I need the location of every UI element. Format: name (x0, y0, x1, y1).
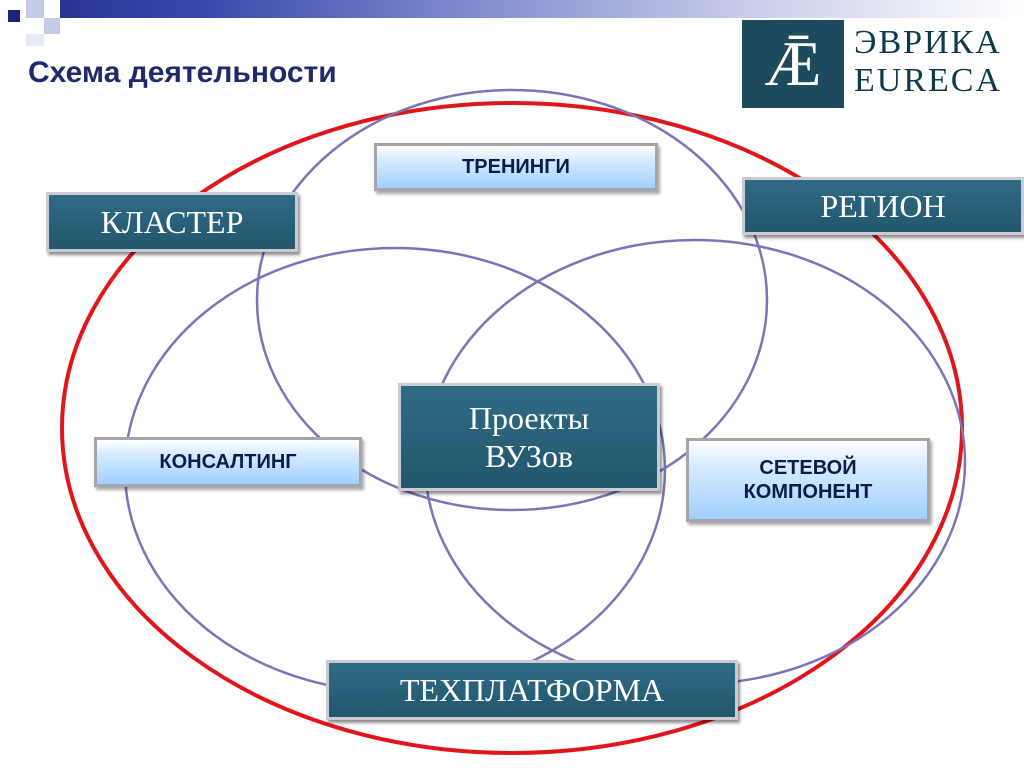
trainings-label: ТРЕНИНГИ (462, 156, 570, 178)
logo-mark-icon: Ǣ (742, 20, 844, 108)
cluster-box: КЛАСТЕР (46, 192, 298, 252)
techplatform-box: ТЕХПЛАТФОРМА (326, 660, 738, 720)
consulting-label: КОНСАЛТИНГ (159, 451, 297, 473)
corner-decoration (0, 0, 90, 60)
network-box: СЕТЕВОЙ КОМПОНЕНТ (686, 438, 930, 522)
network-label: СЕТЕВОЙ КОМПОНЕНТ (743, 457, 873, 503)
techplatform-label: ТЕХПЛАТФОРМА (399, 671, 665, 708)
region-box: РЕГИОН (742, 177, 1024, 235)
page-title: Схема деятельности (28, 56, 337, 89)
top-gradient-bar (60, 0, 1024, 18)
cluster-label: КЛАСТЕР (100, 203, 244, 240)
logo-line-en: EURECA (854, 62, 1002, 99)
region-label: РЕГИОН (820, 187, 946, 224)
consulting-box: КОНСАЛТИНГ (94, 437, 362, 487)
trainings-box: ТРЕНИНГИ (374, 143, 658, 191)
top-circle (255, 88, 769, 512)
logo-line-ru: ЭВРИКА (854, 24, 1002, 61)
logo-text: ЭВРИКА EURECA (854, 24, 1002, 100)
center-box: Проекты ВУЗов (398, 383, 660, 491)
center-label: Проекты ВУЗов (468, 399, 590, 474)
eureca-logo: Ǣ ЭВРИКА EURECA (742, 20, 1024, 108)
